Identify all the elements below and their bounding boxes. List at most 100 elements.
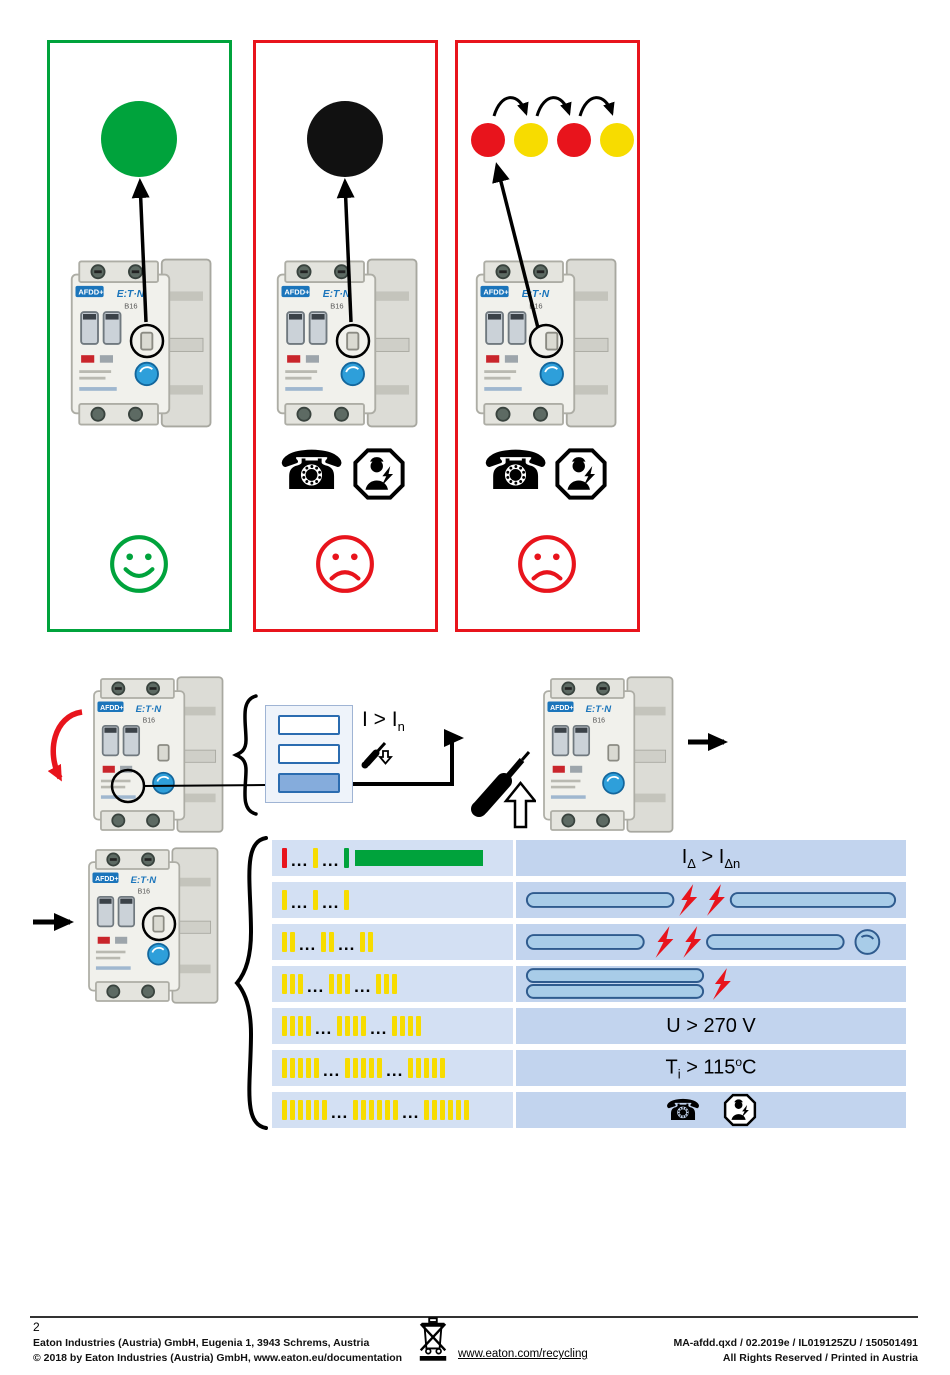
circuit-breaker-illustration bbox=[540, 672, 680, 837]
led-flash-tick bbox=[305, 1016, 311, 1036]
circuit-breaker-illustration bbox=[68, 253, 218, 433]
led-flash-tick bbox=[344, 1016, 350, 1036]
footer-rule bbox=[30, 1316, 918, 1318]
led-flash-tick bbox=[376, 1100, 382, 1120]
led-state-box bbox=[265, 705, 353, 803]
steady-green-bar bbox=[355, 850, 484, 866]
condition-formula: IΔ > IΔn bbox=[516, 840, 906, 876]
circuit-breaker-illustration bbox=[85, 843, 225, 1008]
led-flash-tick bbox=[367, 932, 373, 952]
led-state-off-1 bbox=[278, 715, 340, 735]
pause-dots: ... bbox=[299, 935, 317, 954]
blink-row-cable-to-cable-arc-fault: ...... bbox=[272, 966, 906, 1002]
fault-graphic bbox=[516, 924, 906, 960]
phone-icon: ☎ bbox=[664, 1093, 702, 1127]
flash-group bbox=[280, 974, 304, 994]
electrician-icon bbox=[554, 447, 608, 501]
blink-row-series-arc-fault: ...... bbox=[272, 882, 906, 918]
blink-pattern: ...... bbox=[272, 1050, 513, 1086]
pause-dots: ... bbox=[291, 851, 309, 870]
arrow-down-icon bbox=[378, 750, 393, 765]
status-panel-blinking: ☎ bbox=[455, 40, 640, 632]
flash-group bbox=[319, 932, 335, 952]
led-flash-tick bbox=[360, 1016, 366, 1036]
flash-group bbox=[280, 1100, 328, 1120]
press-reset-icon bbox=[471, 751, 536, 829]
led-flash-tick bbox=[407, 1016, 413, 1036]
flash-group bbox=[374, 974, 398, 994]
led-flash-tick bbox=[439, 1058, 445, 1078]
flash-group bbox=[311, 848, 319, 868]
led-flash-tick bbox=[368, 1058, 374, 1078]
led-flash-tick bbox=[289, 1016, 295, 1036]
led-flash-tick bbox=[368, 1100, 374, 1120]
fault-graphic bbox=[516, 882, 906, 918]
double-cable-arc-graphic bbox=[525, 968, 731, 1000]
blink-pattern: ...... bbox=[272, 840, 513, 876]
phone-icon: ☎ bbox=[278, 439, 346, 502]
led-flash-tick bbox=[281, 1016, 287, 1036]
blink-row-overvoltage: ......U > 270 V bbox=[272, 1008, 906, 1044]
led-flash-tick bbox=[297, 974, 303, 994]
circuit-breaker-illustration bbox=[90, 672, 230, 837]
led-flash-tick bbox=[289, 1100, 295, 1120]
led-flash-tick bbox=[336, 974, 342, 994]
led-flash-tick bbox=[321, 1100, 327, 1120]
arc-flash-icon bbox=[679, 884, 698, 916]
led-flash-tick bbox=[407, 1058, 413, 1078]
pause-dots: ... bbox=[386, 1061, 404, 1080]
blink-led-yellow-1 bbox=[514, 123, 548, 157]
flash-group bbox=[406, 1058, 446, 1078]
phone-icon: ☎ bbox=[482, 439, 550, 502]
led-flash-tick bbox=[344, 974, 350, 994]
flash-group bbox=[280, 1016, 312, 1036]
pause-dots: ... bbox=[322, 851, 340, 870]
pause-dots: ... bbox=[291, 893, 309, 912]
blink-pattern: ...... bbox=[272, 966, 513, 1002]
sad-face-icon bbox=[314, 533, 376, 595]
blink-row-parallel-arc-fault: ...... bbox=[272, 924, 906, 960]
led-flash-tick bbox=[328, 974, 334, 994]
blink-led-red-1 bbox=[471, 123, 505, 157]
electrician-icon bbox=[352, 447, 406, 501]
status-panel-ok bbox=[47, 40, 232, 632]
cable-graphic bbox=[729, 892, 897, 908]
led-flash-tick bbox=[376, 1058, 382, 1078]
screwdriver-test-icon bbox=[361, 741, 393, 769]
led-flash-tick bbox=[312, 890, 318, 910]
footer-rights-line: All Rights Reserved / Printed in Austria bbox=[722, 1351, 918, 1364]
led-flash-tick bbox=[352, 1058, 358, 1078]
flash-group bbox=[311, 890, 319, 910]
blink-led-red-2 bbox=[557, 123, 591, 157]
flash-group bbox=[342, 890, 350, 910]
arc-to-load-graphic bbox=[525, 926, 881, 958]
footer-address-line: Eaton Industries (Austria) GmbH, Eugenia… bbox=[33, 1337, 370, 1349]
blink-pattern: ...... bbox=[272, 924, 513, 960]
pause-dots: ... bbox=[315, 1019, 333, 1038]
brace-led-states bbox=[232, 694, 258, 816]
flash-group bbox=[327, 974, 351, 994]
led-flash-tick bbox=[297, 1016, 303, 1036]
led-flash-tick bbox=[447, 1100, 453, 1120]
led-flash-tick bbox=[313, 1100, 319, 1120]
recycling-link[interactable]: www.eaton.com/recycling bbox=[458, 1348, 588, 1360]
led-flash-tick bbox=[399, 1016, 405, 1036]
flash-group bbox=[335, 1016, 367, 1036]
arc-flash-icon bbox=[712, 968, 731, 1000]
blink-code-table: ......IΔ > IΔn........................U … bbox=[272, 840, 906, 1128]
flash-group bbox=[280, 932, 296, 952]
happy-face-icon bbox=[108, 533, 170, 595]
led-flash-tick bbox=[463, 1100, 469, 1120]
weee-bin-icon bbox=[416, 1316, 450, 1362]
pause-dots: ... bbox=[323, 1061, 341, 1080]
led-flash-tick bbox=[281, 974, 287, 994]
footer-address-block: Eaton Industries (Austria) GmbH, Eugenia… bbox=[33, 1336, 402, 1365]
flash-group bbox=[351, 1100, 399, 1120]
led-flash-tick bbox=[423, 1100, 429, 1120]
status-led-off bbox=[307, 101, 383, 177]
led-flash-tick bbox=[281, 932, 287, 952]
page-number: 2 bbox=[33, 1320, 40, 1334]
fault-graphic bbox=[516, 966, 906, 1002]
led-flash-tick bbox=[289, 932, 295, 952]
